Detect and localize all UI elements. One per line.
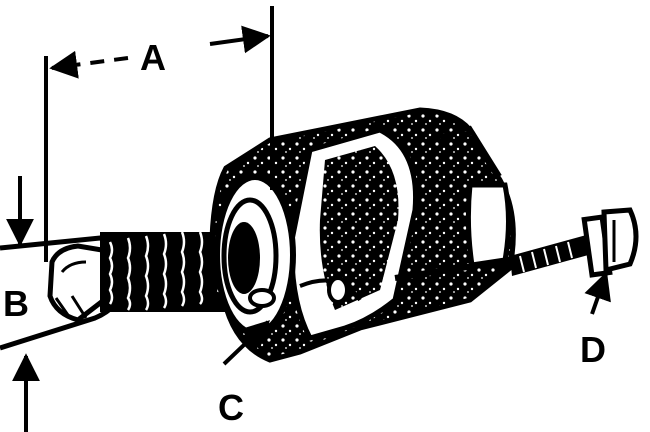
label-a: A: [140, 37, 166, 78]
label-b: B: [3, 283, 29, 324]
label-c: C: [218, 387, 244, 428]
label-d: D: [580, 329, 606, 370]
leader-c: [222, 320, 271, 366]
dimension-a: [44, 6, 274, 262]
dimension-b: [6, 176, 40, 432]
leader-d: [584, 271, 611, 315]
adjusting-screw: [394, 207, 639, 281]
